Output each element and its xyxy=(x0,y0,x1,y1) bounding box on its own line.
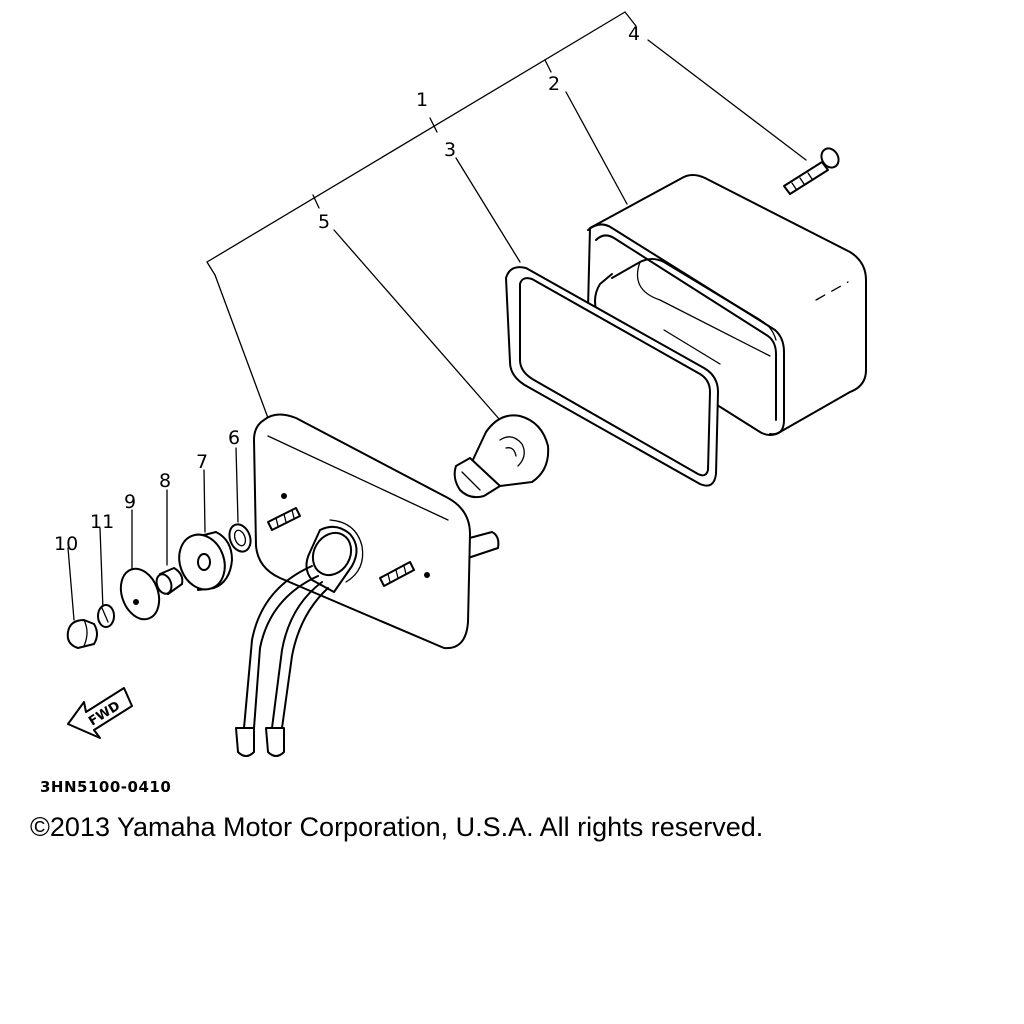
bolt-part xyxy=(783,147,840,195)
lens-housing-part xyxy=(587,174,867,436)
callout-3: 3 xyxy=(444,139,456,161)
callout-11: 11 xyxy=(90,511,114,533)
callout-4: 4 xyxy=(628,23,640,45)
lock-washer-part-11 xyxy=(97,604,115,628)
base-plate-part xyxy=(235,413,500,757)
callout-1: 1 xyxy=(416,89,428,111)
drawing-code: 3HN5100-0410 xyxy=(40,778,172,796)
nut-part-10 xyxy=(66,619,98,649)
callout-5: 5 xyxy=(318,211,330,233)
collar-part-8 xyxy=(155,567,184,595)
bulb-part xyxy=(453,414,550,499)
callout-labels: 1 2 3 4 5 6 7 8 9 10 11 xyxy=(54,23,640,555)
callout-9: 9 xyxy=(124,491,136,513)
callout-10: 10 xyxy=(54,533,78,555)
callout-6: 6 xyxy=(228,427,240,449)
callout-2: 2 xyxy=(548,73,560,95)
washer-part-6 xyxy=(228,523,252,553)
callout-8: 8 xyxy=(159,470,171,492)
leader-lines xyxy=(67,11,807,621)
gasket-part xyxy=(505,266,719,487)
washer-part-9 xyxy=(119,567,161,621)
fwd-arrow-icon: FWD xyxy=(67,687,133,739)
callout-7: 7 xyxy=(196,451,208,473)
copyright-notice: ©2013 Yamaha Motor Corporation, U.S.A. A… xyxy=(30,812,764,842)
grommet-part-7 xyxy=(178,531,233,591)
